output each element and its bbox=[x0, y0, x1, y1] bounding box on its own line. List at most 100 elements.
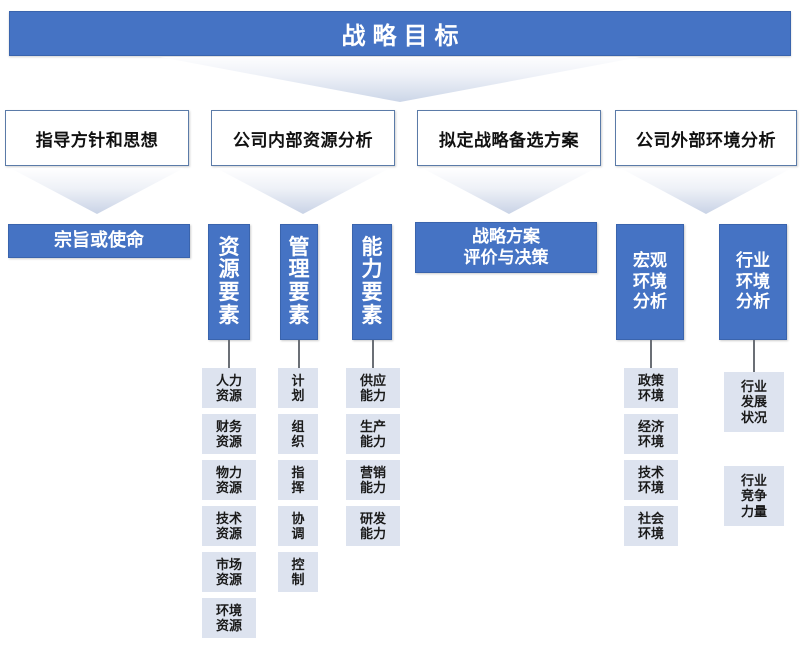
banner-label: 战略目标 bbox=[341, 23, 466, 50]
leaf-environmental-resources-line-0: 环境 bbox=[215, 602, 242, 618]
leaf-environmental-resources[interactable]: 环境 资源 bbox=[202, 598, 256, 638]
connector-management bbox=[298, 340, 300, 368]
leaf-coordinating[interactable]: 协 调 bbox=[278, 506, 318, 546]
leaf-technical-resources-line-1: 资源 bbox=[215, 526, 242, 541]
leaf-organizing-line-1: 织 bbox=[291, 434, 305, 449]
node-strategy-evaluation-decision[interactable]: 战略方案 评价与决策 bbox=[415, 222, 597, 273]
leaf-marketing-capability[interactable]: 营销 能力 bbox=[346, 460, 400, 500]
pillar-resource-char-0: 资 bbox=[218, 235, 240, 259]
leaf-rnd-capability-line-1: 能力 bbox=[359, 526, 386, 541]
leaf-planning-line-1: 划 bbox=[291, 388, 305, 403]
row2-label-3: 公司外部环境分析 bbox=[636, 130, 776, 150]
leaf-social-environment-line-1: 环境 bbox=[637, 526, 664, 541]
leaf-economic-environment-line-1: 环境 bbox=[637, 434, 664, 449]
leaf-organizing[interactable]: 组 织 bbox=[278, 414, 318, 454]
pillar-management-char-3: 素 bbox=[288, 303, 310, 327]
leaf-controlling-line-1: 制 bbox=[291, 572, 305, 587]
pillar-capability-char-0: 能 bbox=[361, 235, 383, 259]
pillar-macro-environment-analysis[interactable]: 宏观 环境 分析 bbox=[616, 224, 684, 340]
leaf-commanding[interactable]: 指 挥 bbox=[278, 460, 318, 500]
leaf-supply-capability-line-1: 能力 bbox=[359, 388, 386, 403]
leaf-production-capability-line-0: 生产 bbox=[359, 418, 386, 434]
node-mission[interactable]: 宗旨或使命 bbox=[8, 224, 190, 258]
pillar-resource-char-1: 源 bbox=[218, 258, 240, 282]
pillar-management-elements[interactable]: 管 理 要 素 bbox=[280, 224, 318, 340]
chevron-down-icon-2 bbox=[422, 168, 596, 214]
leaf-technology-environment[interactable]: 技术 环境 bbox=[624, 460, 678, 500]
chevron-down-icon-0 bbox=[10, 168, 184, 214]
node-mission-label: 宗旨或使命 bbox=[54, 230, 144, 251]
leaf-social-environment-line-0: 社会 bbox=[637, 510, 664, 526]
row2-label-0: 指导方针和思想 bbox=[35, 130, 159, 150]
chevron-down-icon-3 bbox=[620, 168, 792, 214]
banner-strategic-goal[interactable]: 战略目标 bbox=[9, 11, 791, 56]
leaf-human-resources-line-1: 资源 bbox=[215, 388, 242, 403]
leaf-environmental-resources-line-1: 资源 bbox=[215, 618, 242, 633]
leaf-technology-environment-line-1: 环境 bbox=[637, 480, 664, 495]
pillar-resource-char-2: 要 bbox=[218, 281, 240, 304]
leaf-rnd-capability[interactable]: 研发 能力 bbox=[346, 506, 400, 546]
pillar-resource-elements[interactable]: 资 源 要 素 bbox=[208, 224, 250, 340]
leaf-financial-resources-line-0: 财务 bbox=[215, 418, 242, 434]
leaf-marketing-capability-line-0: 营销 bbox=[359, 464, 386, 480]
row2-box-draft-strategy-alternatives[interactable]: 拟定战略备选方案 bbox=[417, 110, 601, 166]
leaf-technology-environment-line-0: 技术 bbox=[637, 464, 664, 480]
leaf-industry-development-line-2: 状况 bbox=[740, 409, 767, 425]
leaf-material-resources-line-0: 物力 bbox=[215, 464, 242, 480]
leaf-human-resources[interactable]: 人力 资源 bbox=[202, 368, 256, 408]
row2-box-internal-resource-analysis[interactable]: 公司内部资源分析 bbox=[211, 110, 395, 166]
leaf-industry-competitive-line-1: 竞争 bbox=[740, 488, 767, 504]
pillar-management-char-1: 理 bbox=[288, 258, 310, 282]
leaf-industry-development-status[interactable]: 行业 发展 状况 bbox=[724, 372, 784, 432]
pillar-capability-elements[interactable]: 能 力 要 素 bbox=[352, 224, 392, 340]
node-strategy-eval-line1: 战略方案 bbox=[472, 226, 540, 246]
pillar-macro-line-1: 环境 bbox=[633, 271, 667, 291]
leaf-controlling[interactable]: 控 制 bbox=[278, 552, 318, 592]
leaf-policy-environment[interactable]: 政策 环境 bbox=[624, 368, 678, 408]
pillar-capability-char-2: 要 bbox=[361, 281, 383, 304]
leaf-production-capability[interactable]: 生产 能力 bbox=[346, 414, 400, 454]
pillar-industry-environment-analysis[interactable]: 行业 环境 分析 bbox=[719, 224, 787, 340]
leaf-marketing-capability-line-1: 能力 bbox=[359, 480, 386, 495]
leaf-material-resources[interactable]: 物力 资源 bbox=[202, 460, 256, 500]
leaf-industry-competitive-forces[interactable]: 行业 竞争 力量 bbox=[724, 466, 784, 526]
leaf-economic-environment[interactable]: 经济 环境 bbox=[624, 414, 678, 454]
leaf-supply-capability[interactable]: 供应 能力 bbox=[346, 368, 400, 408]
pillar-management-char-2: 要 bbox=[288, 281, 310, 304]
chevron-down-icon-1 bbox=[216, 168, 390, 214]
connector-industry bbox=[753, 340, 755, 372]
leaf-industry-competitive-line-0: 行业 bbox=[740, 473, 767, 488]
leaf-policy-environment-line-0: 政策 bbox=[637, 372, 664, 388]
row2-label-1: 公司内部资源分析 bbox=[233, 130, 373, 150]
leaf-market-resources-line-0: 市场 bbox=[215, 556, 242, 572]
leaf-social-environment[interactable]: 社会 环境 bbox=[624, 506, 678, 546]
leaf-industry-development-line-0: 行业 bbox=[740, 379, 767, 394]
pillar-industry-line-1: 环境 bbox=[736, 271, 770, 291]
leaf-supply-capability-line-0: 供应 bbox=[359, 372, 386, 388]
pillar-macro-line-0: 宏观 bbox=[633, 251, 667, 271]
node-strategy-eval-line2: 评价与决策 bbox=[463, 247, 549, 267]
leaf-technical-resources[interactable]: 技术 资源 bbox=[202, 506, 256, 546]
row2-box-guiding-policy[interactable]: 指导方针和思想 bbox=[5, 110, 189, 166]
leaf-market-resources-line-1: 资源 bbox=[215, 572, 242, 587]
leaf-coordinating-line-0: 协 bbox=[291, 510, 305, 526]
leaf-technical-resources-line-0: 技术 bbox=[215, 510, 242, 526]
leaf-production-capability-line-1: 能力 bbox=[359, 434, 386, 449]
pillar-capability-char-3: 素 bbox=[361, 303, 383, 327]
connector-macro bbox=[650, 340, 652, 368]
leaf-rnd-capability-line-0: 研发 bbox=[359, 510, 386, 526]
leaf-planning[interactable]: 计 划 bbox=[278, 368, 318, 408]
leaf-market-resources[interactable]: 市场 资源 bbox=[202, 552, 256, 592]
row2-box-external-environment-analysis[interactable]: 公司外部环境分析 bbox=[615, 110, 797, 166]
pillar-management-char-0: 管 bbox=[288, 235, 310, 259]
leaf-commanding-line-1: 挥 bbox=[291, 480, 305, 495]
leaf-commanding-line-0: 指 bbox=[291, 464, 305, 480]
pillar-industry-line-2: 分析 bbox=[736, 292, 770, 312]
pillar-macro-line-2: 分析 bbox=[633, 292, 667, 312]
connector-resource bbox=[228, 340, 230, 368]
leaf-planning-line-0: 计 bbox=[291, 372, 305, 388]
leaf-financial-resources[interactable]: 财务 资源 bbox=[202, 414, 256, 454]
connector-capability bbox=[372, 340, 374, 368]
leaf-industry-development-line-1: 发展 bbox=[740, 394, 767, 410]
